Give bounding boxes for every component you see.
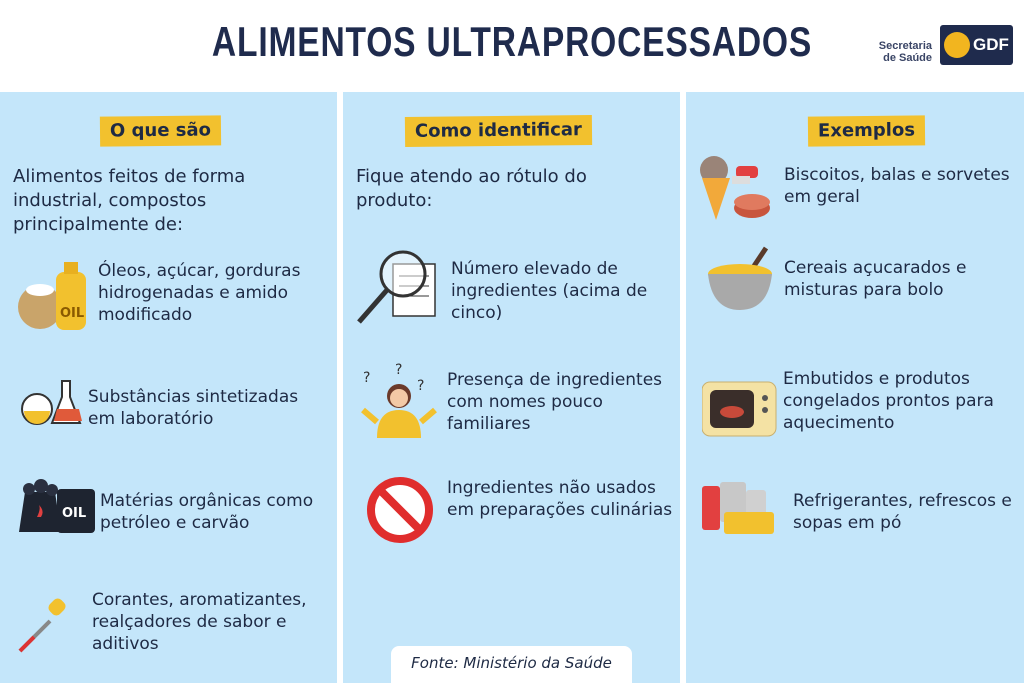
sugar-oil-icon: OIL (18, 262, 86, 330)
item-text: Embutidos e produtos congelados prontos … (783, 369, 994, 433)
item-text: Cereais açucarados e misturas para bolo (784, 258, 967, 300)
item-text: Substâncias sintetizadas em laboratório (88, 387, 299, 429)
microwave-icon (702, 381, 777, 437)
item-text: Matérias orgânicas como petróleo e carvã… (100, 491, 314, 533)
column-o-que-sao: O que são Alimentos feitos de forma indu… (0, 92, 337, 683)
item-text: Ingredientes não usados em preparações c… (447, 478, 673, 520)
item-text: Biscoitos, balas e sorvetes em geral (784, 165, 1010, 207)
tree-icon (944, 32, 970, 58)
heading-como-identificar: Como identificar (404, 115, 593, 147)
sweets-icon (700, 156, 770, 220)
item-text: Número elevado de ingredientes (acima de… (451, 259, 648, 323)
gdf-text: GDF (973, 35, 1009, 54)
column-como-identificar: Como identificar Fique atendo ao rótulo … (343, 92, 680, 683)
svg-text:OIL: OIL (60, 306, 84, 321)
heading-exemplos: Exemplos (807, 115, 926, 147)
cereal-bowl-icon (708, 246, 772, 310)
dropper-icon (18, 598, 66, 653)
item-text: Corantes, aromatizantes, realçadores de … (92, 590, 307, 654)
lab-flasks-icon (21, 380, 82, 425)
cans-icon (702, 482, 774, 534)
intro-text: Fique atendo ao rótulo do produto: (356, 166, 587, 211)
page-title: ALIMENTOS ULTRAPROCESSADOS (211, 18, 813, 65)
svg-text:?: ? (363, 370, 370, 386)
coal-oil-barrel-icon: OIL (19, 479, 95, 533)
column-exemplos: Exemplos Biscoitos, balas e sorvetes em … (686, 92, 1024, 683)
prohibited-icon (367, 477, 433, 543)
gdf-logo: GDF (940, 25, 1013, 65)
source-note: Fonte: Ministério da Saúde (391, 646, 632, 683)
confused-person-icon: ??? (361, 362, 437, 438)
svg-text:OIL: OIL (62, 506, 86, 521)
item-text: Refrigerantes, refrescos e sopas em pó (793, 491, 1012, 533)
item-text: Óleos, açúcar, gorduras hidrogenadas e a… (98, 261, 301, 325)
svg-text:?: ? (417, 378, 424, 394)
de-saude-text: de Saúde (883, 52, 932, 64)
magnifier-label-icon (357, 250, 436, 324)
svg-text:?: ? (395, 362, 402, 378)
heading-o-que-sao: O que são (99, 115, 222, 147)
intro-text: Alimentos feitos de forma industrial, co… (13, 166, 246, 235)
item-text: Presença de ingredientes com nomes pouco… (447, 370, 663, 434)
secretaria-text: Secretaria (878, 40, 932, 52)
